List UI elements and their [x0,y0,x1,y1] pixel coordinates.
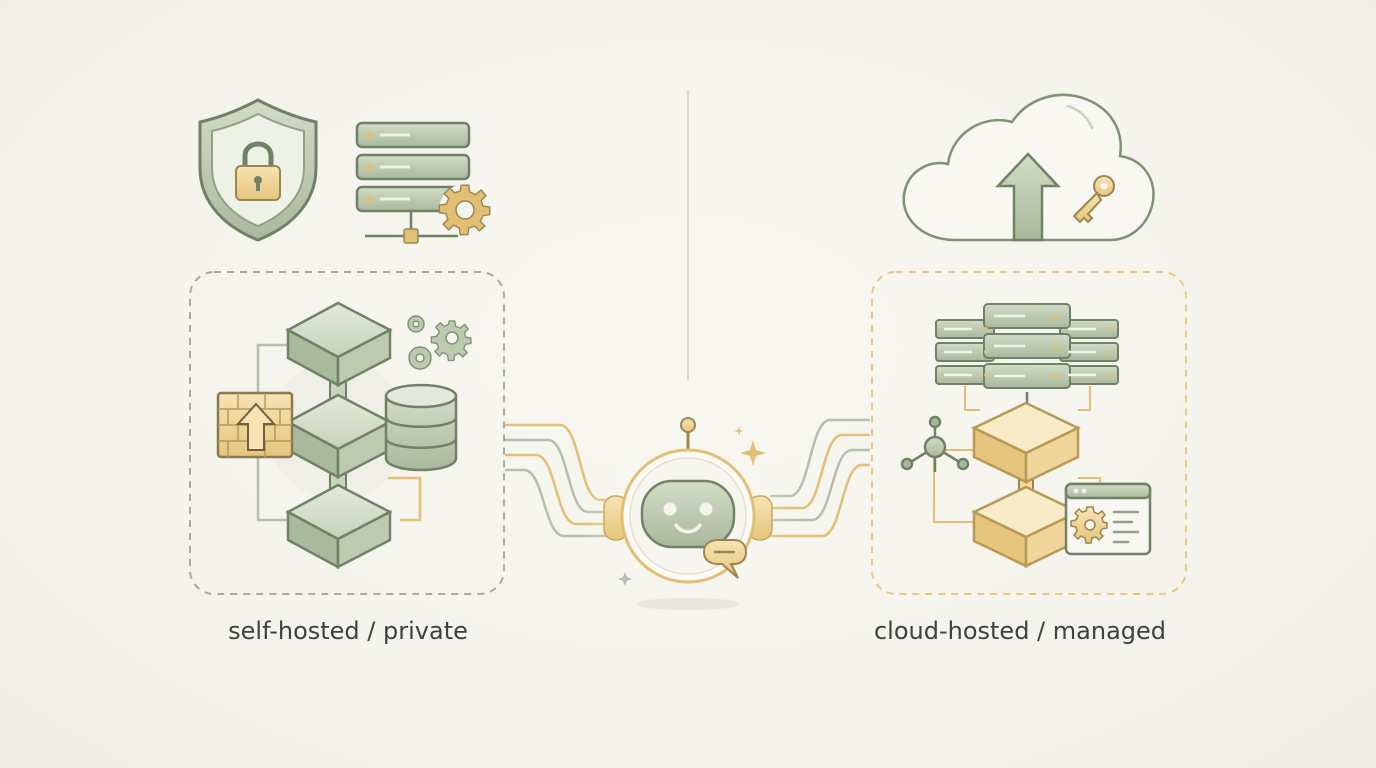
shield-lock-icon [198,98,318,242]
firewall-icon [216,391,294,459]
database-icon [384,383,458,472]
browser-settings-icon [1064,482,1152,556]
server-cluster-icon [935,303,1119,428]
cloud-upload-key-icon [902,93,1155,242]
server-gear-icon [355,121,491,244]
cloud-hosted-box [871,271,1187,595]
self-hosted-box [189,271,505,595]
gears-icon [407,315,472,370]
network-node-icon [900,415,970,472]
self-hosted-label: self-hosted / private [228,617,468,645]
chat-bubble-icon [702,539,748,579]
sparkle-icon [618,426,766,586]
cloud-hosted-label: cloud-hosted / managed [873,617,1167,645]
robot-assistant-icon [578,410,798,610]
stacked-cubes-icon [256,301,422,570]
